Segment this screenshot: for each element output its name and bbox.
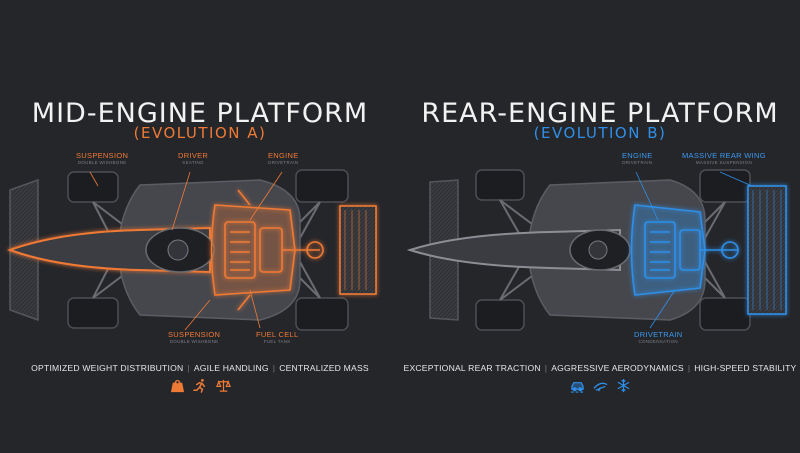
rear-feature-2: AGGRESSIVE AERODYNAMICS [551,363,684,373]
mid-callout-driver: DRIVER SEATING [178,151,209,165]
feature-separator: | [272,363,276,373]
rear-engine-subtitle: (EVOLUTION B) [533,124,667,142]
rear-engine-title: REAR-ENGINE PLATFORM [421,98,779,129]
rear-right-wheel [699,297,751,331]
feature-separator: | [687,363,691,373]
mid-feature-list: OPTIMIZED WEIGHT DISTRIBUTION|AGILE HAND… [0,363,400,373]
mid-callout-fuel-cell: FUEL CELL FUEL TANK [256,330,299,344]
mid-callout-suspension-bottom: SUSPENSION DOUBLE WISHBONE [168,330,221,344]
rear-callout-engine: ENGINE DRIVETRAIN [622,151,653,165]
rear-left-wheel [295,169,349,203]
stability-snowflake-icon [616,378,631,393]
rear-engine-car-diagram [406,169,787,331]
mid-feature-3: CENTRALIZED MASS [279,363,369,373]
weight-icon [170,378,185,393]
callout-lines [635,171,753,329]
front-right-wheel [475,299,525,331]
runner-icon [192,378,208,393]
rear-feature-list: EXCEPTIONAL REAR TRACTION|AGGRESSIVE AER… [400,363,800,373]
feature-separator: | [544,363,548,373]
mid-callout-suspension-top: SUSPENSION DOUBLE WISHBONE [76,151,129,165]
mid-callout-engine: ENGINE DRIVETRAIN [268,151,299,165]
aero-wing-icon [592,378,608,393]
rear-wing [747,185,787,315]
feature-separator: | [187,363,190,373]
front-left-wheel [475,169,525,201]
rear-right-wheel [295,297,349,331]
mid-engine-panel: MID-ENGINE PLATFORM (EVOLUTION A) [0,98,400,393]
rear-callout-drivetrain: DRIVETRAIN CONDENSATION [634,330,683,344]
rear-engine-panel: REAR-ENGINE PLATFORM (EVOLUTION B) [400,0,800,453]
engine-bay [210,189,324,311]
mid-feature-1: OPTIMIZED WEIGHT DISTRIBUTION [31,363,184,373]
rear-wing [339,205,377,295]
front-right-wheel [67,297,119,329]
rear-callout-rear-wing: MASSIVE REAR WING MASSIVE SUSPENSION [682,151,766,165]
driver-helmet [167,239,189,261]
traction-car-icon [570,378,585,393]
mid-engine-car-diagram [7,169,377,331]
balance-scale-icon [215,378,231,393]
mid-engine-title: MID-ENGINE PLATFORM [31,98,369,129]
driver-helmet [588,240,608,260]
rear-icon-row [400,378,800,393]
rear-left-wheel [699,169,751,203]
mid-icon-row [0,378,400,393]
rear-feature-3: HIGH-SPEED STABILITY [694,363,797,373]
engine-bay [630,204,739,296]
rear-feature-1: EXCEPTIONAL REAR TRACTION [403,363,541,373]
callout-lines [89,171,283,331]
mid-feature-2: AGILE HANDLING [193,363,269,373]
mid-engine-subtitle: (EVOLUTION A) [133,124,267,142]
